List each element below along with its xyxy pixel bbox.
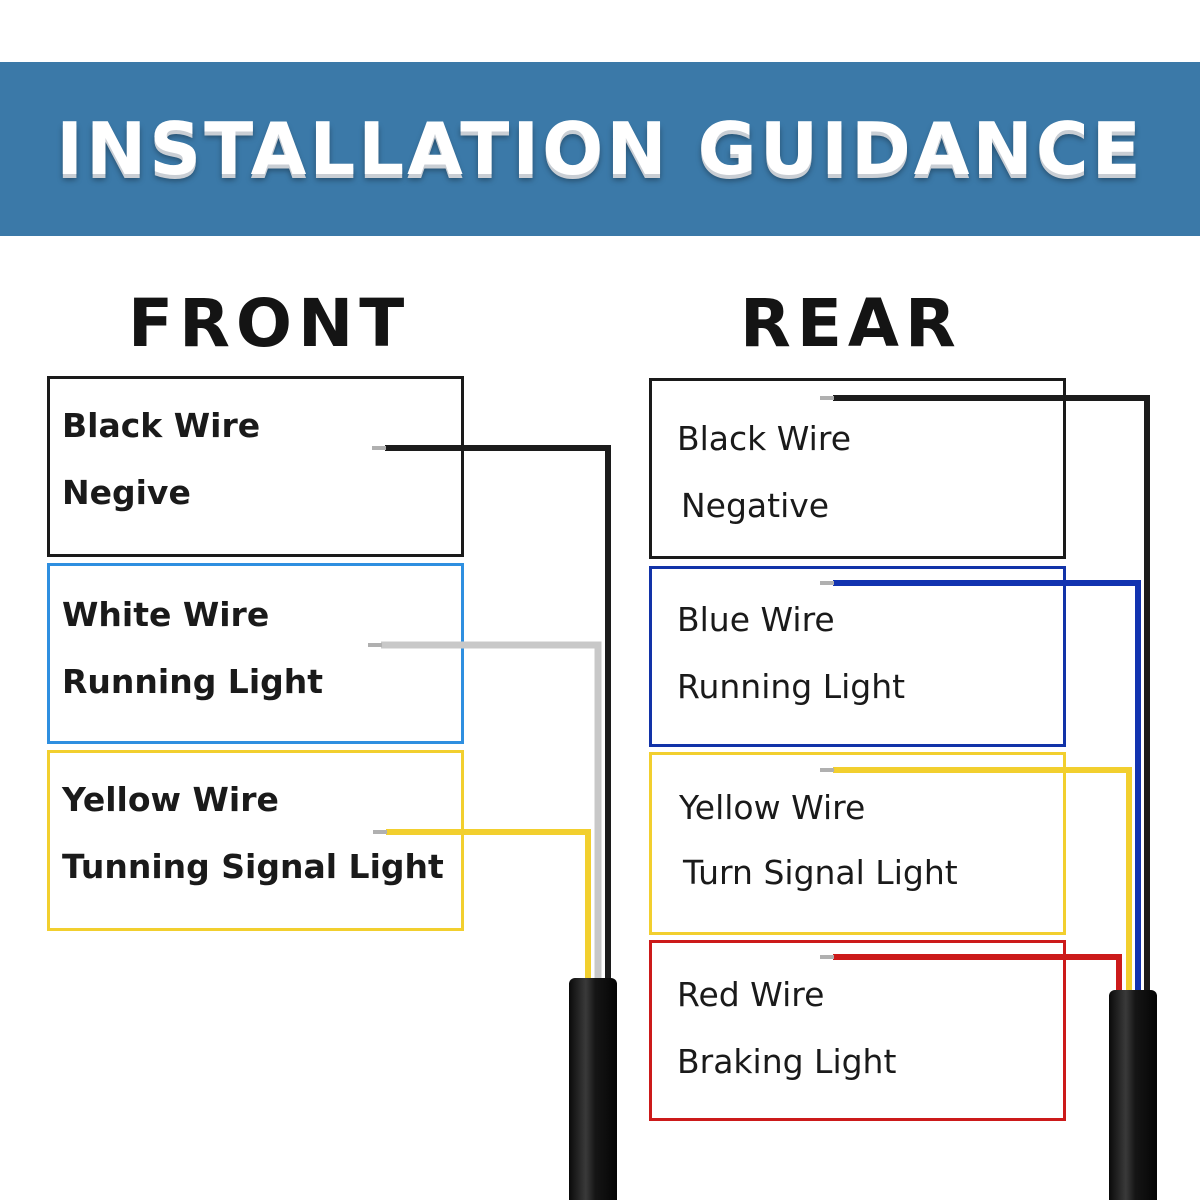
front-yellow-wire-function: Tunning Signal Light [62, 847, 444, 886]
front-section-title: FRONT [128, 285, 411, 362]
rear-red-wire-label: Red Wire [677, 975, 825, 1014]
rear-blue-wire [833, 580, 1141, 1000]
rear-blue-wire-function: Running Light [677, 667, 906, 706]
front-wires [368, 445, 617, 1200]
rear-red-wire-box [649, 940, 1066, 1121]
rear-red-wire-function: Braking Light [677, 1042, 897, 1081]
front-black-wire-function: Negive [62, 473, 191, 512]
rear-black-wire-label: Black Wire [677, 419, 851, 458]
front-yellow-wire [386, 829, 591, 990]
rear-black-wire-box [649, 378, 1066, 559]
front-yellow-wire-box [47, 750, 464, 931]
rear-blue-wire-box [649, 566, 1066, 747]
front-white-wire-label: White Wire [62, 595, 270, 634]
front-black-wire [385, 445, 611, 990]
rear-yellow-wire-label: Yellow Wire [679, 788, 866, 827]
front-black-wire-box [47, 376, 464, 557]
rear-yellow-wire-box [649, 752, 1066, 935]
rear-blue-wire-label: Blue Wire [677, 600, 835, 639]
rear-wires [820, 395, 1157, 1200]
front-white-wire-function: Running Light [62, 662, 324, 701]
rear-section-title: REAR [740, 285, 962, 362]
cable-sheath-icon [569, 978, 617, 1200]
rear-yellow-wire-function: Turn Signal Light [683, 853, 958, 892]
front-yellow-wire-label: Yellow Wire [62, 780, 279, 819]
page-title: INSTALLATION GUIDANCE [56, 107, 1144, 191]
rear-black-wire-function: Negative [681, 486, 830, 525]
front-white-wire-box [47, 563, 464, 744]
title-banner: INSTALLATION GUIDANCE [0, 62, 1200, 236]
front-black-wire-label: Black Wire [62, 406, 261, 445]
front-white-wire [381, 641, 602, 990]
cable-sheath-icon [1109, 990, 1157, 1200]
rear-red-wire [833, 954, 1122, 1000]
rear-yellow-wire [833, 767, 1132, 1000]
rear-black-wire [833, 395, 1150, 1000]
